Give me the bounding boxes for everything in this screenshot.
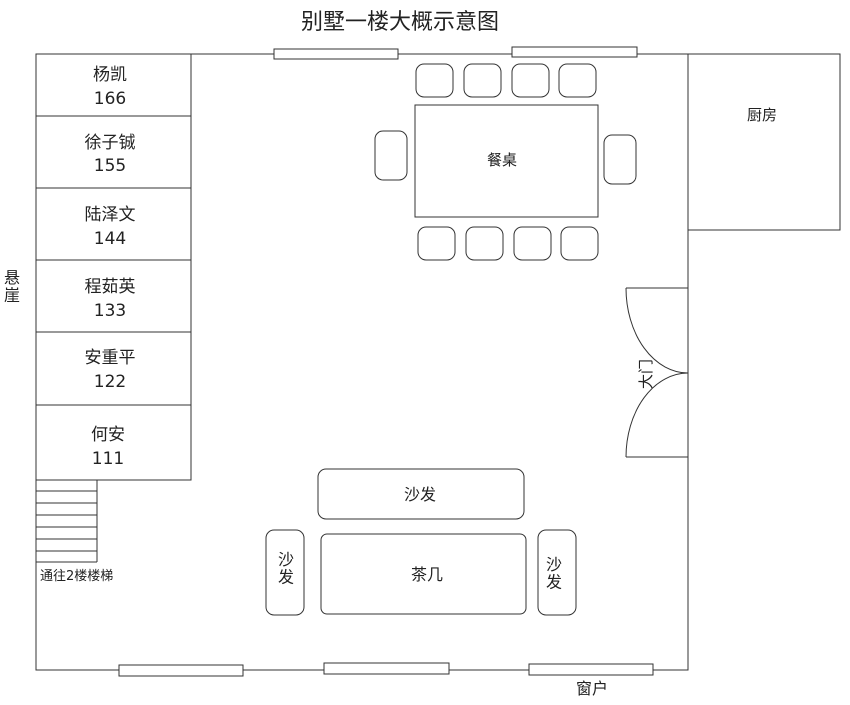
window-label: 窗户 [576,679,608,698]
dining-chair [417,226,456,261]
kitchen-room [687,53,841,231]
room-column [35,53,192,481]
room-number: 166 [94,89,126,109]
window-bottom-3 [528,663,654,676]
sofa-right [537,529,577,616]
room-name: 安重平 [85,348,136,368]
window-bottom-1 [118,664,244,677]
window-top-1 [273,48,399,60]
window-bottom-2 [323,662,450,675]
room-number: 122 [94,372,126,392]
room-name: 徐子铖 [85,133,136,153]
sofa-left [265,529,305,616]
kitchen-label: 厨房 [747,106,777,124]
room-name: 杨凯 [93,65,127,85]
sofa-left-label: 沙发 [278,550,294,587]
dining-chair [603,134,637,185]
room-number: 133 [94,301,126,321]
stairs-label: 通往2楼楼梯 [40,569,113,584]
dining-chair [560,226,599,261]
dining-chair [513,226,552,261]
cliff-label: 悬崖 [4,268,20,305]
room-number: 155 [94,156,126,176]
page-title: 别墅一楼大概示意图 [301,10,499,35]
sofa-right-label: 沙发 [546,555,562,592]
sofa-label: 沙发 [404,485,436,504]
dining-chair [463,63,502,98]
dining-chair [415,63,454,98]
room-name: 何安 [91,425,125,445]
dining-table [414,104,599,218]
sofa-back [317,468,525,520]
room-number: 144 [94,229,126,249]
window-top-2 [511,46,638,58]
room-name: 程茹英 [85,277,136,297]
dining-chair [511,63,550,98]
dining-table-label: 餐桌 [487,151,517,169]
room-name: 陆泽文 [85,205,136,225]
room-number: 111 [92,449,124,469]
stairs-icon [36,479,98,563]
main-door-label: 大门 [637,359,655,389]
main-door-icon [625,287,689,458]
dining-chair [374,130,408,181]
tea-table [320,533,527,615]
dining-chair [465,226,504,261]
dining-chair [558,63,597,98]
tea-table-label: 茶几 [411,565,443,584]
